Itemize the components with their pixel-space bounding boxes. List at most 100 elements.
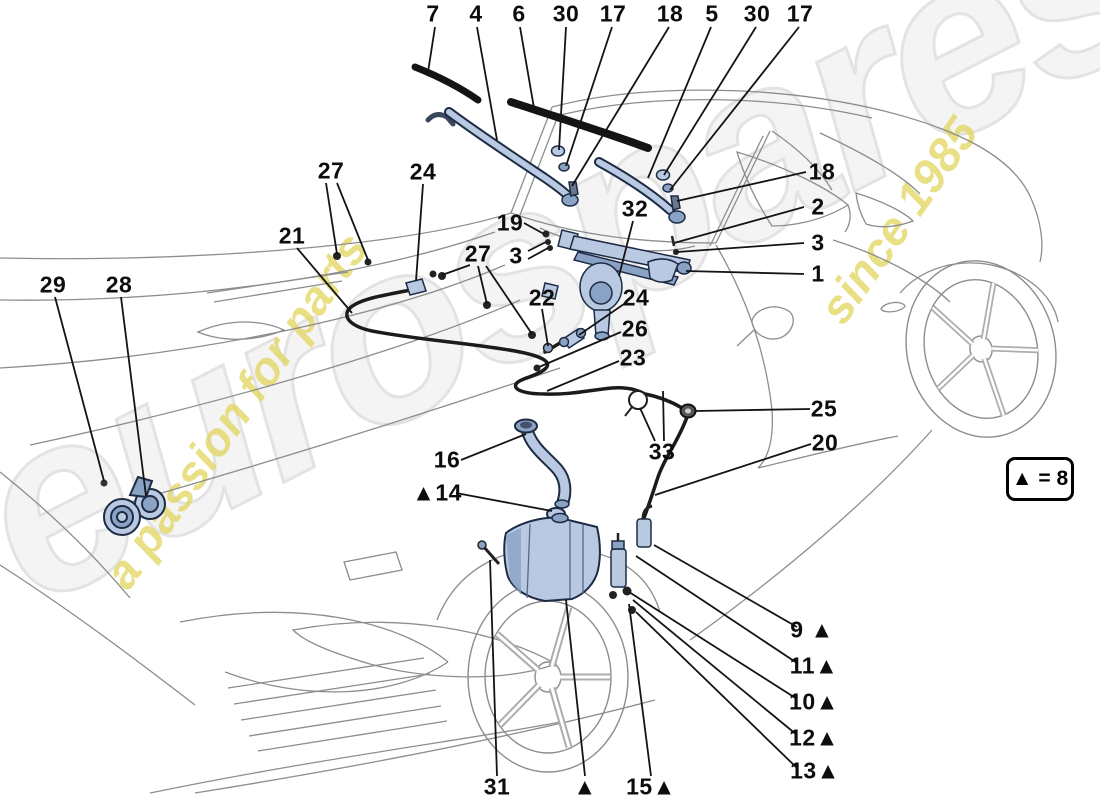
leader-line bbox=[578, 303, 625, 336]
leader-line bbox=[455, 492, 553, 512]
fastener-27-left-b bbox=[364, 258, 372, 266]
callout-4: 4 bbox=[469, 0, 483, 27]
leader-line bbox=[663, 26, 757, 176]
washer-3a bbox=[545, 239, 551, 245]
callout-30: 30 bbox=[552, 0, 580, 27]
callout-18: 18 bbox=[808, 158, 836, 185]
diaphragm-33 bbox=[628, 390, 648, 410]
leader-line bbox=[541, 308, 549, 347]
leader-line bbox=[676, 242, 805, 253]
callout-31: 31 bbox=[483, 773, 511, 800]
callout-24: 24 bbox=[622, 284, 650, 311]
callout-25: 25 bbox=[810, 395, 838, 422]
callout-3: 3 bbox=[811, 229, 825, 256]
car-outline bbox=[0, 89, 1059, 794]
callout-15: 15▲ bbox=[626, 773, 676, 800]
leader-line bbox=[673, 206, 805, 244]
washer-3-right bbox=[673, 249, 679, 255]
washer-3b bbox=[547, 245, 553, 251]
leader-line bbox=[54, 296, 105, 482]
legend-box: ▲ = 8 bbox=[1006, 457, 1074, 501]
leader-line bbox=[441, 264, 471, 276]
leader-line bbox=[546, 360, 620, 392]
callout-32: 32 bbox=[621, 195, 649, 222]
screw-19 bbox=[542, 230, 550, 238]
fastener-27-mid-b bbox=[528, 331, 536, 339]
leader-line bbox=[485, 265, 533, 335]
wiper-arm-5 bbox=[594, 157, 686, 224]
callout-7: 7 bbox=[426, 0, 440, 27]
callout-30: 30 bbox=[743, 0, 771, 27]
leader-line bbox=[415, 183, 424, 282]
callout-9: 9 ▲ bbox=[790, 616, 834, 643]
fastener-10 bbox=[609, 591, 617, 599]
callout-28: 28 bbox=[105, 271, 133, 298]
washer-pumps bbox=[610, 504, 653, 588]
callout-33: 33 bbox=[648, 438, 676, 465]
legend-label: ▲ = 8 bbox=[1011, 467, 1069, 490]
wiper-arm-hook bbox=[425, 112, 456, 127]
leader-line bbox=[460, 433, 527, 461]
washer-hose-20 bbox=[641, 415, 689, 523]
washer-tank bbox=[503, 512, 601, 603]
callout-13: 13▲ bbox=[790, 757, 840, 784]
leader-line bbox=[632, 599, 798, 736]
wiper-arm-4 bbox=[444, 107, 579, 207]
leader-line bbox=[635, 611, 798, 769]
leader-line bbox=[628, 591, 798, 700]
fastener-27-mid bbox=[483, 301, 491, 309]
callout-17: 17 bbox=[599, 0, 627, 27]
wiper-motor-linkage bbox=[541, 229, 692, 341]
callout-26: 26 bbox=[621, 315, 649, 342]
callout-20: 20 bbox=[811, 429, 839, 456]
screw-31 bbox=[477, 540, 501, 565]
callout-11: 11▲ bbox=[789, 652, 839, 679]
leader-line bbox=[662, 390, 665, 442]
callout-23: 23 bbox=[619, 344, 647, 371]
leader-line bbox=[635, 555, 798, 664]
leader-line bbox=[519, 26, 535, 109]
leader-line bbox=[489, 559, 498, 777]
leader-line bbox=[669, 26, 800, 191]
horns bbox=[100, 475, 166, 536]
leader-line bbox=[325, 182, 338, 255]
fastener-12 bbox=[622, 586, 632, 596]
leader-lines bbox=[54, 26, 812, 777]
callout-16: 16 bbox=[433, 446, 461, 473]
leader-line bbox=[685, 270, 805, 275]
leader-line bbox=[477, 265, 488, 305]
filler-pipe-16 bbox=[514, 418, 572, 509]
leader-line bbox=[628, 603, 652, 777]
leader-line bbox=[676, 171, 807, 202]
callout-27: 27 bbox=[464, 240, 492, 267]
leader-line bbox=[523, 222, 545, 235]
leader-line bbox=[654, 443, 812, 496]
leader-line bbox=[618, 220, 634, 277]
callout-3: 3 bbox=[509, 242, 523, 269]
leader-line bbox=[527, 247, 549, 260]
callout-2: 2 bbox=[811, 193, 825, 220]
leader-line bbox=[694, 408, 811, 412]
callout-27: 27 bbox=[317, 157, 345, 184]
leader-line bbox=[427, 26, 436, 73]
leader-line bbox=[565, 26, 613, 167]
leader-line bbox=[538, 331, 622, 368]
callout-22: 22 bbox=[528, 284, 556, 311]
callout-21: 21 bbox=[278, 222, 306, 249]
washer-hose-21 bbox=[345, 286, 684, 410]
callout-12: 12▲ bbox=[789, 724, 839, 751]
pivot-fasteners bbox=[550, 145, 681, 211]
leader-line bbox=[647, 26, 712, 179]
leader-line bbox=[336, 182, 369, 261]
leader-line bbox=[120, 296, 147, 497]
callout-10: 10▲ bbox=[789, 688, 839, 715]
callout-24: 24 bbox=[409, 158, 437, 185]
leader-line bbox=[653, 544, 798, 628]
callout-18: 18 bbox=[656, 0, 684, 27]
leader-line bbox=[527, 241, 547, 252]
leader-line bbox=[639, 407, 656, 442]
fastener-27-left-a bbox=[333, 252, 341, 260]
callout-5: 5 bbox=[705, 0, 719, 27]
